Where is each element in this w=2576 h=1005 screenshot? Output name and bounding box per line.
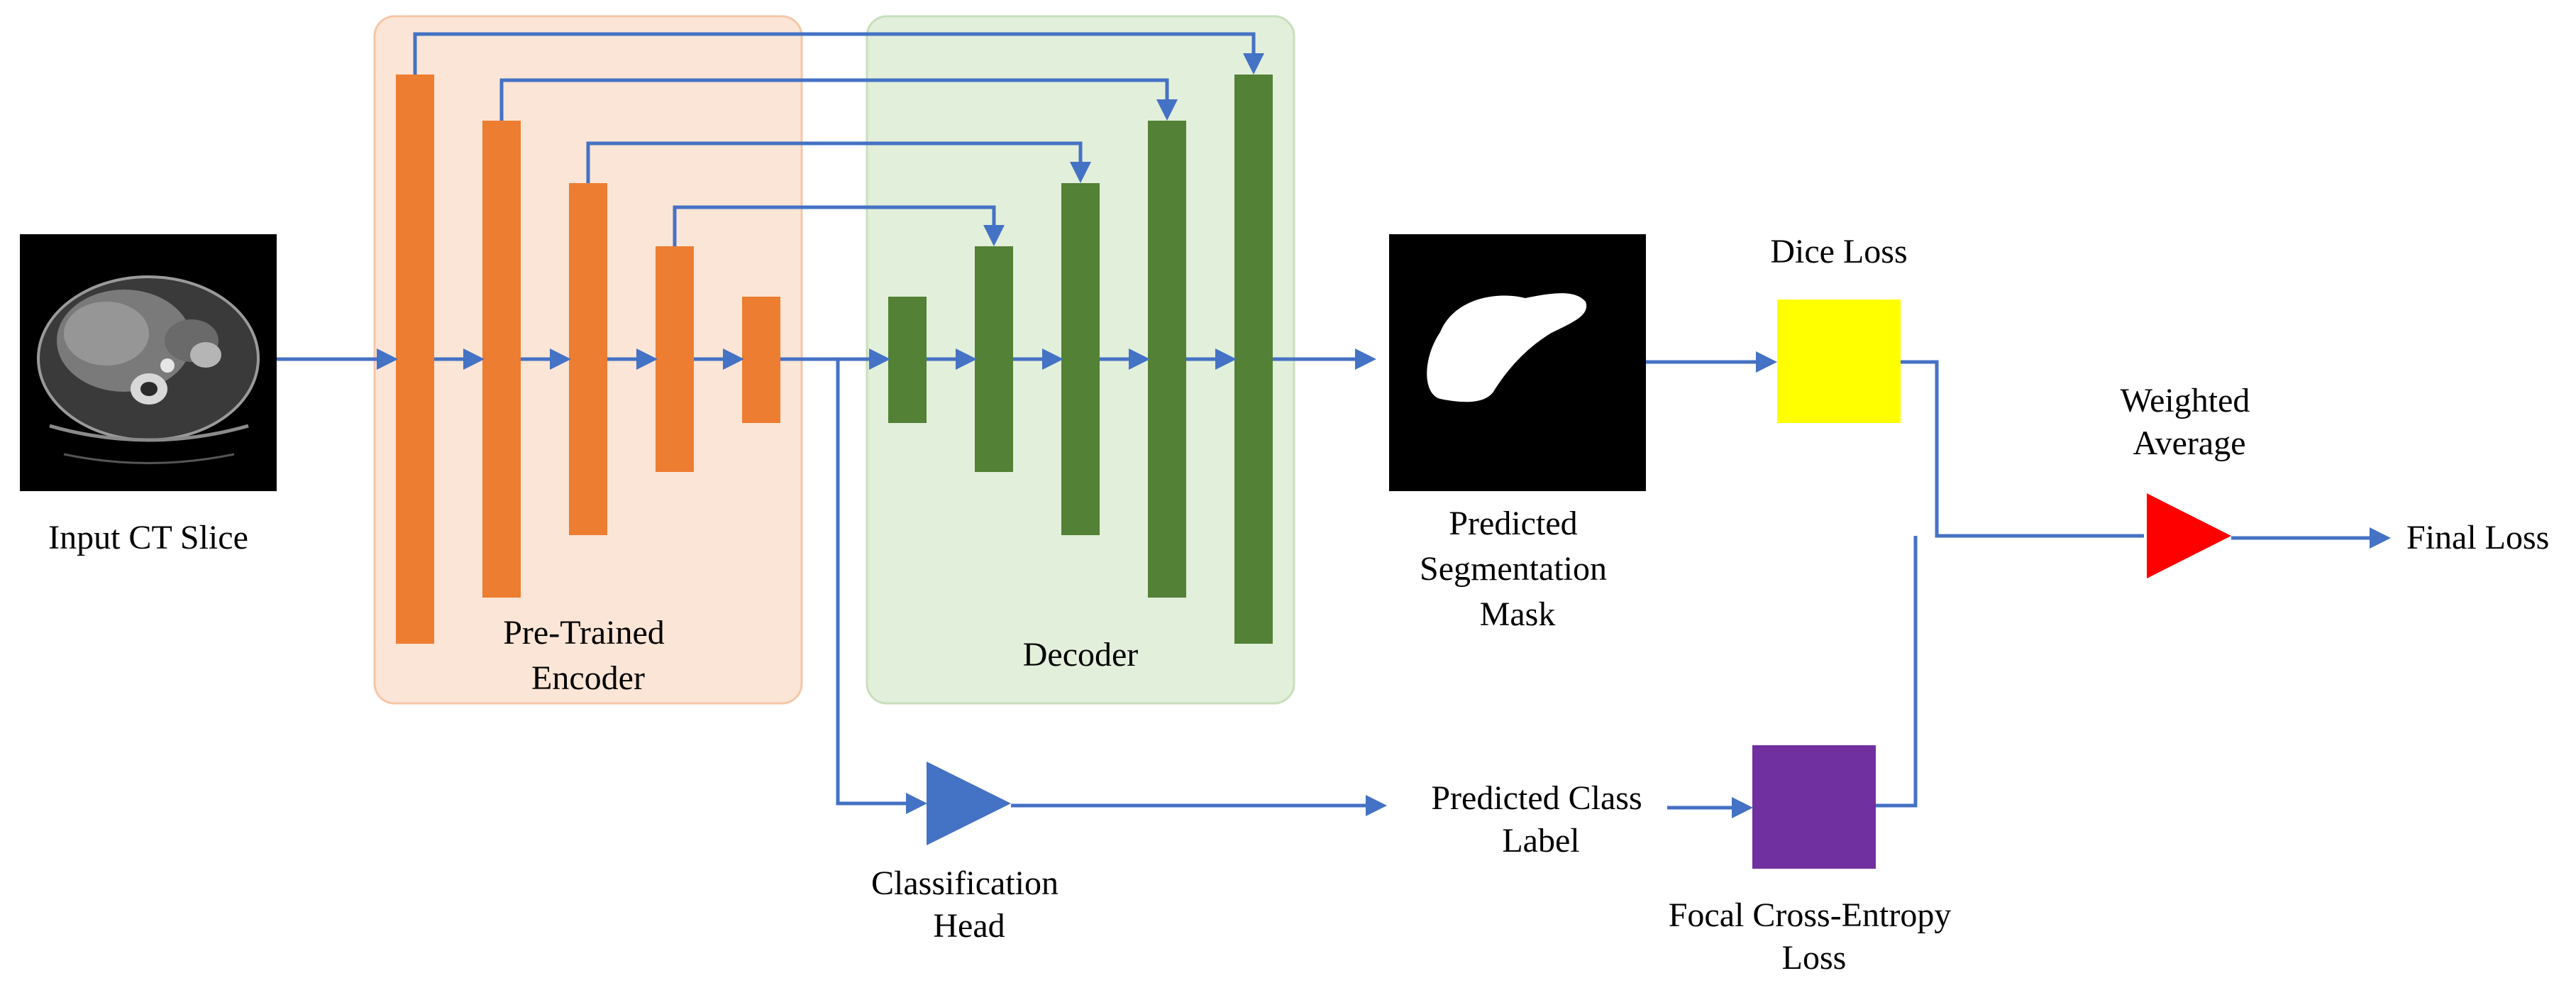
- predicted-class-label: Predicted Class Label: [1431, 779, 1650, 860]
- encoder-block-5: [742, 297, 780, 423]
- final-loss-label: Final Loss: [2406, 519, 2549, 556]
- mask-label: Predicted Segmentation Mask: [1420, 505, 1615, 633]
- encoder-label-line-1: Pre-Trained: [503, 614, 665, 652]
- decoder-block-2: [975, 246, 1013, 472]
- flow-arrows: [277, 348, 1777, 373]
- encoder-label: Pre-Trained Encoder: [503, 614, 673, 697]
- predicted-class-label-line-2: Label: [1502, 822, 1579, 860]
- decoder-block-4: [1148, 121, 1186, 598]
- decoder-block-3: [1061, 183, 1100, 535]
- line-focal-to-average: [1876, 536, 1918, 808]
- focal-loss-label-line-1: Focal Cross-Entropy: [1669, 896, 1952, 934]
- classification-head-label-line-2: Head: [933, 907, 1005, 945]
- encoder-block-3: [569, 183, 607, 535]
- encoder-block-1: [396, 75, 434, 644]
- classification-head-label: Classification Head: [871, 864, 1067, 945]
- encoder-label-line-2: Encoder: [531, 659, 645, 697]
- weighted-average-label: Weighted Average: [2121, 382, 2259, 462]
- ct-body-shape: [37, 275, 260, 464]
- mask-shape: [1427, 293, 1587, 402]
- weighted-average-label-line-2: Average: [2133, 424, 2246, 462]
- loss-merge: [1876, 360, 2391, 808]
- arrow-bottleneck-to-classifier: [836, 359, 927, 814]
- focal-loss-label: Focal Cross-Entropy Loss: [1669, 896, 1960, 977]
- skip-connection-3: [586, 141, 1091, 183]
- dice-loss-box: [1777, 300, 1901, 423]
- classification-branch: [836, 359, 1753, 818]
- decoder-block-1: [888, 297, 927, 423]
- focal-loss-label-line-2: Loss: [1782, 939, 1847, 977]
- input-ct-image: [20, 234, 277, 491]
- classification-head-label-line-1: Classification: [871, 864, 1058, 902]
- encoder-block-4: [656, 246, 694, 472]
- mask-label-line-3: Mask: [1480, 595, 1556, 633]
- mask-label-line-1: Predicted: [1449, 505, 1577, 542]
- input-ct-slice-label: Input CT Slice: [48, 519, 248, 556]
- skip-connection-1: [413, 32, 1264, 75]
- weighted-average-label-line-1: Weighted: [2121, 382, 2250, 419]
- encoder-block-2: [482, 121, 521, 598]
- mask-label-line-2: Segmentation: [1420, 550, 1607, 588]
- focal-loss-box: [1752, 745, 1876, 869]
- triangle-icon: [927, 762, 1011, 845]
- dice-loss-label: Dice Loss: [1770, 233, 1907, 270]
- predicted-class-label-line-1: Predicted Class: [1431, 779, 1642, 817]
- triangle-icon: [2147, 493, 2231, 578]
- segmentation-mask-icon: [1389, 234, 1646, 491]
- skip-connection-2: [499, 78, 1178, 121]
- line-dice-to-average: [1901, 360, 2144, 538]
- skip-connection-4: [673, 205, 1005, 246]
- decoder-label: Decoder: [1023, 636, 1139, 674]
- skip-connections: [413, 32, 1264, 246]
- predicted-mask-image: [1389, 234, 1646, 491]
- decoder-block-5: [1234, 75, 1273, 644]
